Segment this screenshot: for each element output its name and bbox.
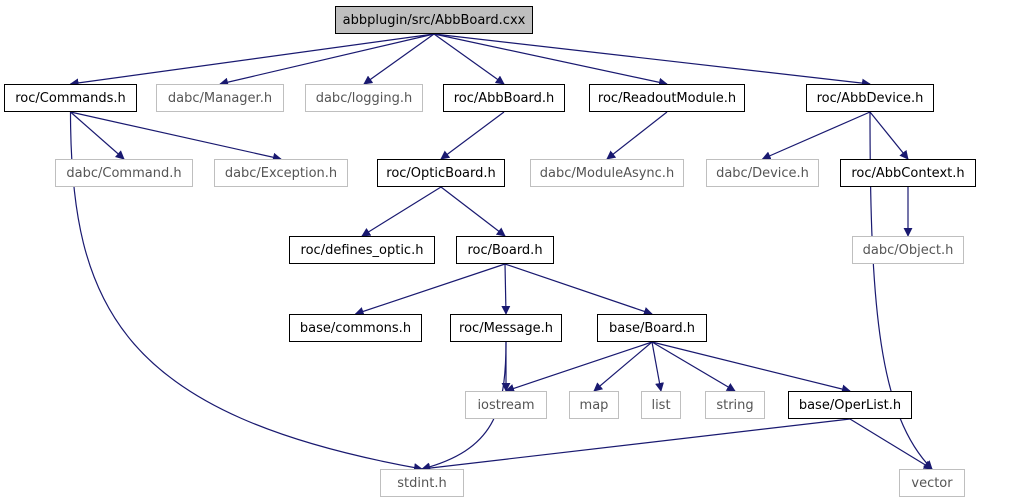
edge-base_board-to-string <box>651 341 736 392</box>
edge-roc_abbboard-to-roc_opticboard <box>440 111 505 160</box>
node-base-operlist-h[interactable]: base/OperList.h <box>788 391 912 419</box>
node-list: list <box>641 391 681 419</box>
edge-roc_message-to-stdint <box>421 341 507 472</box>
edge-base_board-to-iostream <box>505 341 653 393</box>
edge-base_operlist-to-vector <box>849 418 933 470</box>
node-dabc-exception-h: dabc/Exception.h <box>214 159 348 187</box>
edge-root-to-roc_abbboard <box>433 33 505 85</box>
node-dabc-device-h: dabc/Device.h <box>706 159 819 187</box>
node-roc-board-h[interactable]: roc/Board.h <box>456 236 554 264</box>
edge-root-to-dabc_logging <box>363 33 435 85</box>
edge-roc_board-to-base_commons <box>354 263 506 316</box>
edge-root-to-roc_commands <box>69 33 435 88</box>
edge-roc_commands-to-dabc_command <box>70 111 125 160</box>
node-roc-defines-optic-h[interactable]: roc/defines_optic.h <box>289 236 435 264</box>
node-vector: vector <box>899 469 965 497</box>
node-roc-readoutmodule-h[interactable]: roc/ReadoutModule.h <box>589 84 745 112</box>
node-root-abbboard-cxx: abbplugin/src/AbbBoard.cxx <box>335 6 533 34</box>
node-roc-abbboard-h[interactable]: roc/AbbBoard.h <box>443 84 565 112</box>
node-base-commons-h[interactable]: base/commons.h <box>289 314 422 342</box>
node-roc-opticboard-h[interactable]: roc/OpticBoard.h <box>377 159 505 187</box>
node-map: map <box>569 391 619 419</box>
edge-roc_abbdevice-to-dabc_device <box>761 111 871 160</box>
node-roc-abbdevice-h[interactable]: roc/AbbDevice.h <box>806 84 934 112</box>
edge-root-to-dabc_manager <box>219 33 435 87</box>
edge-roc_commands-to-dabc_exception <box>70 111 282 162</box>
edge-base_operlist-to-stdint <box>421 418 851 473</box>
node-base-board-h[interactable]: base/Board.h <box>597 314 707 342</box>
edge-roc_commands-to-stdint <box>69 111 423 472</box>
edge-roc_opticboard-to-roc_defines_optic <box>361 186 442 237</box>
node-roc-commands-h[interactable]: roc/Commands.h <box>4 84 137 112</box>
edge-roc_board-to-base_board <box>504 263 653 316</box>
node-dabc-object-h: dabc/Object.h <box>852 236 964 264</box>
node-roc-abbcontext-h[interactable]: roc/AbbContext.h <box>840 159 976 187</box>
edge-base_board-to-list <box>651 341 664 392</box>
edge-roc_readoutmodule-to-dabc_moduleasync <box>606 111 668 160</box>
node-stdint-h: stdint.h <box>380 469 464 497</box>
node-dabc-moduleasync-h: dabc/ModuleAsync.h <box>530 159 684 187</box>
edge-roc_abbdevice-to-roc_abbcontext <box>869 111 909 160</box>
node-dabc-manager-h: dabc/Manager.h <box>156 84 284 112</box>
edge-roc_board-to-roc_message <box>501 263 511 315</box>
edge-base_board-to-map <box>593 341 653 392</box>
edge-root-to-roc_readoutmodule <box>433 33 668 87</box>
node-roc-message-h[interactable]: roc/Message.h <box>450 314 562 342</box>
node-dabc-command-h: dabc/Command.h <box>55 159 193 187</box>
edge-roc_opticboard-to-roc_board <box>440 186 506 237</box>
node-dabc-logging-h: dabc/logging.h <box>305 84 423 112</box>
node-string: string <box>705 391 765 419</box>
edge-base_board-to-base_operlist <box>651 341 851 394</box>
node-iostream: iostream <box>465 391 547 419</box>
edge-root-to-roc_abbdevice <box>433 33 871 88</box>
